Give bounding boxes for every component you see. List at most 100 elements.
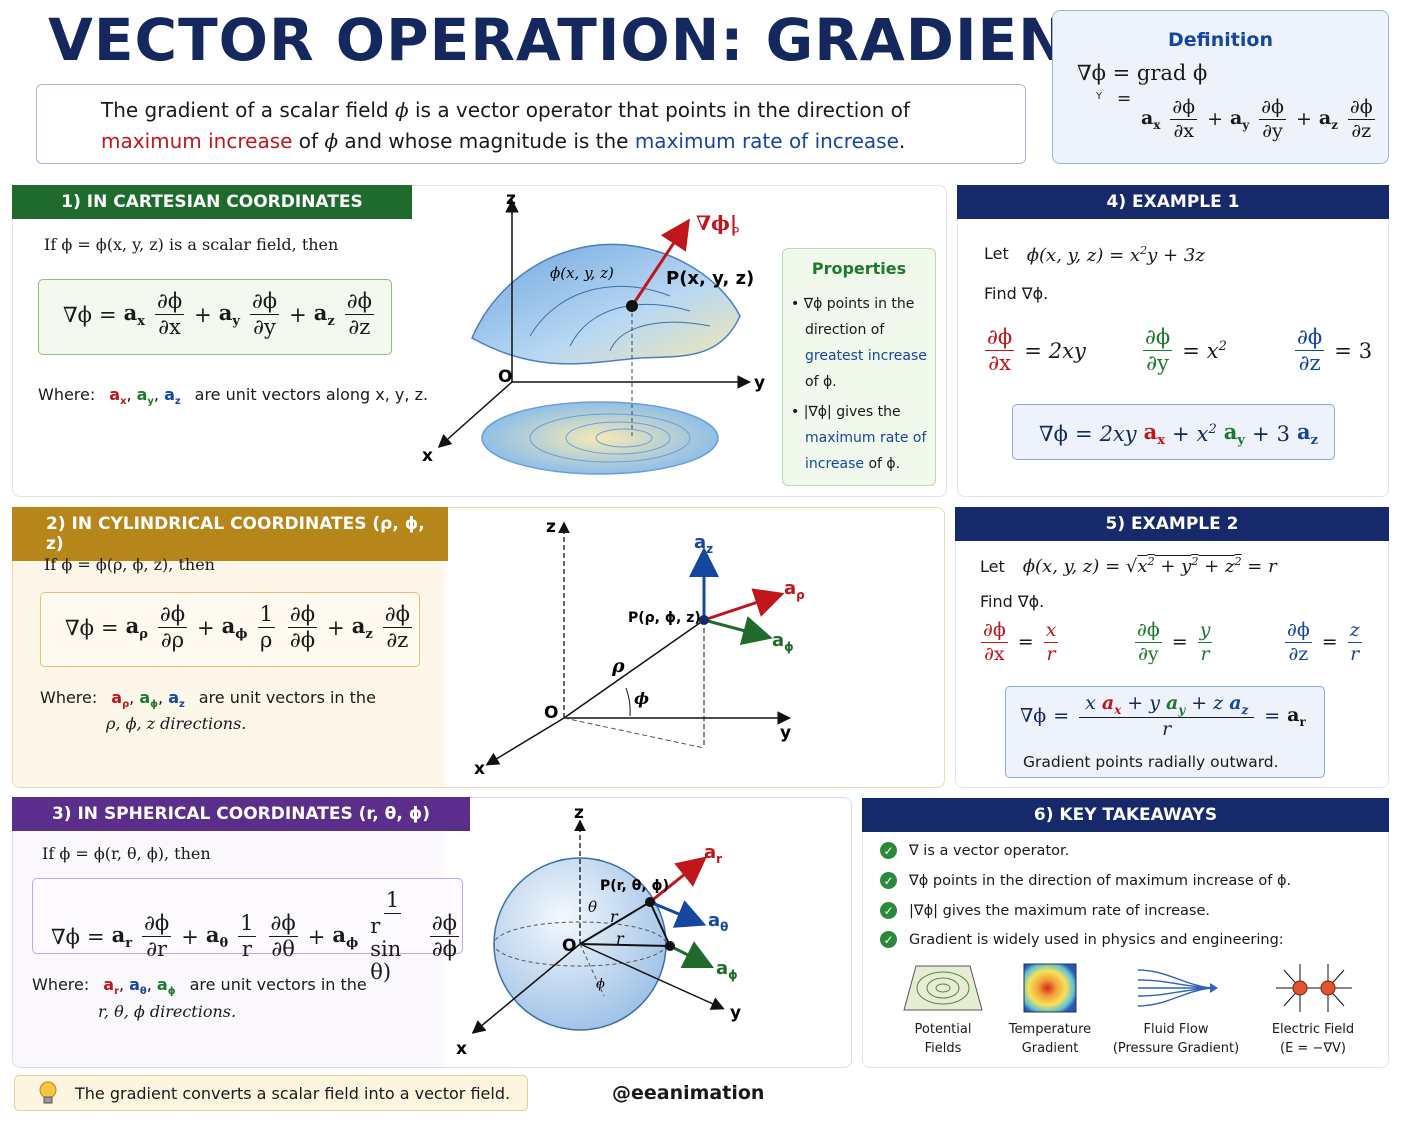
- tip-box: The gradient converts a scalar field int…: [14, 1075, 528, 1111]
- app-2-line1: Temperature: [1008, 1022, 1092, 1037]
- spherical-where-label: Where:: [32, 975, 90, 994]
- sph-origin-label: O: [562, 936, 576, 956]
- intro-text-3: of: [292, 129, 325, 153]
- example1-find: Find ∇ϕ.: [984, 284, 1049, 303]
- sph-y-axis: [579, 943, 725, 1010]
- cyl-phi-label: ϕ: [634, 689, 649, 708]
- intro-text-2: is a vector operator that points in the …: [408, 98, 910, 122]
- cyl-z-label: z: [546, 517, 556, 537]
- cartesian-formula: ∇ϕ=ax ∂ϕ∂x +ay ∂ϕ∂y +az ∂ϕ∂z: [63, 289, 374, 340]
- definition-eq-mark: =: [1117, 89, 1132, 109]
- property-1-line-b: direction of: [805, 322, 885, 338]
- definition-box: Definition ∇ϕ = grad ϕ Y = ax ∂ϕ∂x + ay …: [1052, 10, 1389, 164]
- cylindrical-where-text2: ρ, ϕ, z directions.: [106, 714, 247, 733]
- cartesian-where-text: are unit vectors along x, y, z.: [194, 385, 429, 404]
- takeaway-2-text: ∇ϕ points in the direction of maximum in…: [909, 872, 1292, 889]
- contour-base: [481, 401, 719, 475]
- figure-cartesian-surface: O z y x ϕ(x, y, z) P(x, y, z) ∇ϕ| P: [422, 189, 765, 475]
- sph-r-label: r: [610, 907, 619, 926]
- takeaway-2: ✓ ∇ϕ points in the direction of maximum i…: [880, 872, 1291, 889]
- app-2-line2: Gradient: [1021, 1041, 1079, 1056]
- check-icon: ✓: [880, 902, 897, 919]
- example1-dz: ∂ϕ∂z=3: [1295, 325, 1373, 376]
- property-2: • |∇ϕ| gives the maximum rate of increas…: [791, 399, 931, 477]
- intro-box: The gradient of a scalar field ϕ is a ve…: [36, 84, 1026, 164]
- definition-title: Definition: [1168, 29, 1273, 51]
- fluid-flow-icon: [1137, 969, 1218, 1007]
- example2-note: Gradient points radially outward.: [1023, 753, 1279, 771]
- intro-highlight-max-increase: maximum increase: [101, 129, 293, 153]
- property-2-line-d: of ϕ.: [864, 456, 901, 472]
- scalar-surface: [471, 243, 741, 365]
- spherical-where: Where: ar, aθ, aϕ are unit vectors in th…: [32, 975, 367, 997]
- example1-dx: ∂ϕ∂x=2xy: [985, 325, 1086, 376]
- property-2-line-c: increase: [805, 456, 865, 472]
- gradient-label-sub: P: [732, 225, 739, 239]
- spherical-intro: If ϕ = ϕ(r, θ, ϕ), then: [42, 844, 211, 863]
- definition-line1: ∇ϕ = grad ϕ: [1077, 61, 1208, 85]
- takeaway-1: ✓∇ is a vector operator.: [880, 842, 1069, 859]
- temperature-gradient-icon: [1023, 963, 1077, 1013]
- cyl-x-label: x: [474, 759, 485, 779]
- y-label: y: [754, 373, 765, 393]
- tip-text: The gradient converts a scalar field int…: [75, 1083, 511, 1103]
- property-1-line-d: of ϕ.: [805, 374, 837, 390]
- app-label-3: Fluid Flow(Pressure Gradient): [1110, 1020, 1242, 1058]
- takeaway-3: ✓ |∇ϕ| gives the maximum rate of increase…: [880, 902, 1210, 919]
- spherical-unit-vectors: ar, aθ, aϕ: [103, 975, 176, 998]
- check-icon: ✓: [880, 842, 897, 859]
- cartesian-where: Where: ax, ay, az are unit vectors along…: [38, 385, 428, 407]
- point-label: P(x, y, z): [666, 268, 754, 289]
- intro-phi-2: ϕ: [324, 129, 339, 153]
- cyl-y-label: y: [780, 723, 791, 743]
- sph-atheta-arrow: [649, 900, 707, 928]
- cyl-point-label: P(ρ, ϕ, z): [628, 610, 701, 626]
- sph-y-label: y: [730, 1003, 741, 1023]
- cartesian-panel: [12, 185, 947, 497]
- x-label: x: [422, 446, 433, 466]
- sph-atheta-label: aθ: [708, 910, 728, 934]
- sph-point-label: P(r, θ, ϕ): [600, 878, 669, 894]
- sph-point: [645, 897, 655, 907]
- sph-aphi-arrow: [669, 941, 715, 969]
- example1-dy: ∂ϕ∂y=x2: [1143, 325, 1227, 376]
- lightbulb-icon: [39, 1081, 57, 1104]
- cyl-rho-label: ρ: [611, 655, 625, 677]
- sph-phi-label: ϕ: [596, 977, 605, 992]
- credit: @eeanimation: [612, 1082, 765, 1104]
- electric-field-icon: [1276, 964, 1352, 1012]
- cyl-az-label: az: [694, 532, 713, 556]
- example2-let: Let ϕ(x, y, z) = √x2 + y2 + z2 = r: [980, 555, 1277, 577]
- spherical-where-text1: are unit vectors in the: [189, 975, 367, 994]
- cylindrical-where-text1: are unit vectors in the: [198, 688, 376, 707]
- property-2-line-a: • |∇ϕ| gives the: [791, 404, 901, 420]
- example1-function: ϕ(x, y, z) = x2y + 3z: [1026, 244, 1205, 266]
- z-label: z: [506, 189, 516, 209]
- figure-cylindrical: O z y x P(ρ, ϕ, z) ρ ϕ az aρ aϕ: [474, 517, 805, 779]
- check-icon: ✓: [880, 931, 897, 948]
- sph-ar-arrow: [649, 856, 708, 904]
- cartesian-header: 1) IN CARTESIAN COORDINATES: [12, 185, 412, 219]
- definition-formula: ax ∂ϕ∂x + ay ∂ϕ∂y + az ∂ϕ∂z: [1141, 96, 1375, 142]
- cyl-origin-label: O: [544, 703, 558, 723]
- check-icon: ✓: [880, 872, 897, 889]
- app-label-4: Electric Field(E = −∇V): [1262, 1020, 1364, 1058]
- app-1-line2: Fields: [924, 1041, 962, 1056]
- takeaway-3-text: |∇ϕ| gives the maximum rate of increase.: [909, 902, 1210, 919]
- cyl-arho-label: aρ: [784, 578, 805, 602]
- takeaway-4: ✓Gradient is widely used in physics and …: [880, 931, 1284, 948]
- property-2-line-b: maximum rate of: [805, 430, 927, 446]
- cylindrical-where-label: Where:: [40, 688, 98, 707]
- sph-aphi-label: aϕ: [716, 958, 738, 982]
- potential-fields-icon: [903, 965, 983, 1011]
- sph-x-axis: [471, 943, 581, 1034]
- example2-let-label: Let: [980, 556, 1005, 576]
- intro-text-5: .: [898, 129, 906, 153]
